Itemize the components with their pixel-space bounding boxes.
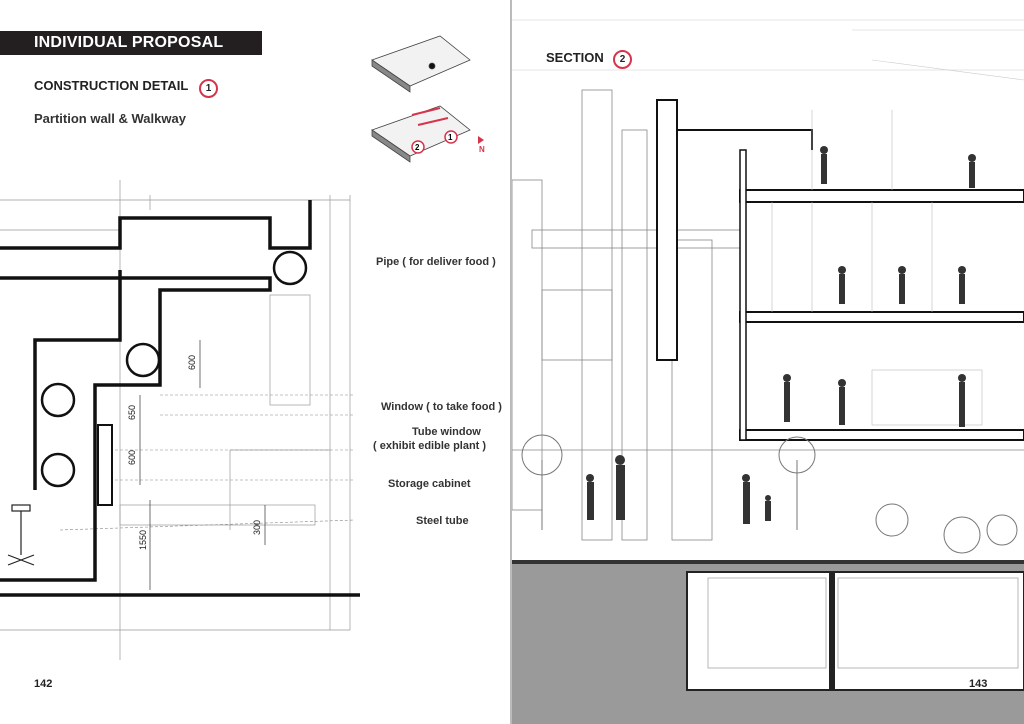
dim-600-a: 600 bbox=[187, 355, 197, 370]
header-bar: INDIVIDUAL PROPOSAL bbox=[0, 31, 262, 55]
page-number: 142 bbox=[34, 678, 53, 690]
section-number-badge: 2 bbox=[613, 50, 632, 69]
dim-600-b: 600 bbox=[127, 450, 137, 465]
annotation-pipe: Pipe ( for deliver food ) bbox=[376, 256, 496, 268]
dim-1550: 1550 bbox=[138, 530, 148, 550]
page-number: 143 bbox=[969, 678, 988, 690]
construction-detail-drawing: 2 1 N bbox=[0, 35, 485, 660]
section-title: SECTION bbox=[546, 50, 604, 65]
left-page: INDIVIDUAL PROPOSAL CONSTRUCTION DETAIL … bbox=[0, 0, 511, 724]
section-number-badge: 1 bbox=[199, 79, 218, 98]
dim-650: 650 bbox=[127, 405, 137, 420]
page-header: INDIVIDUAL PROPOSAL bbox=[34, 34, 224, 51]
annotation-tube-window-note: ( exhibit edible plant ) bbox=[373, 440, 487, 452]
svg-text:N: N bbox=[479, 145, 485, 154]
annotation-storage: Storage cabinet bbox=[388, 478, 471, 490]
right-page: SECTION 2 143 bbox=[512, 0, 1024, 724]
page-gutter bbox=[510, 0, 512, 724]
key-marker-1: 1 bbox=[448, 133, 453, 142]
section-drawing bbox=[512, 19, 1024, 724]
annotation-window: Window ( to take food ) bbox=[381, 401, 502, 413]
basement bbox=[686, 571, 1024, 691]
key-marker-2: 2 bbox=[415, 143, 420, 152]
key-plan bbox=[371, 35, 471, 163]
section-title: CONSTRUCTION DETAIL bbox=[34, 78, 189, 93]
annotation-tube-window: Tube window bbox=[412, 426, 481, 438]
subtitle: Partition wall & Walkway bbox=[34, 111, 186, 126]
annotation-steel-tube: Steel tube bbox=[416, 515, 469, 527]
dim-300: 300 bbox=[252, 520, 262, 535]
